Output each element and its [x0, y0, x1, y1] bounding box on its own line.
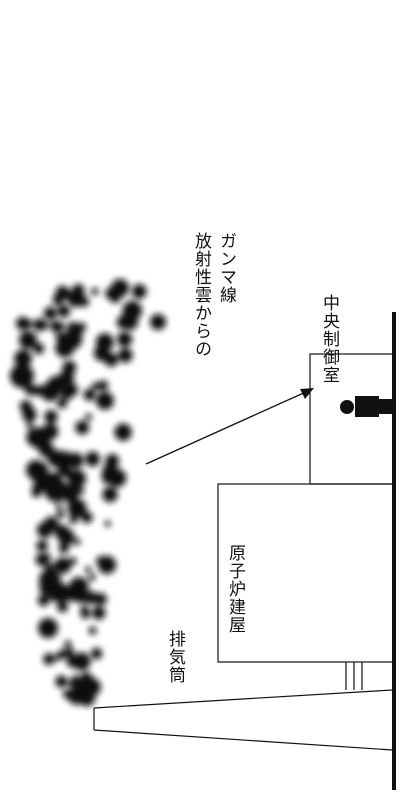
cloud-particle	[31, 484, 43, 496]
reactor-building-label: 原子炉建屋	[225, 544, 245, 634]
cloud-particle	[44, 409, 58, 424]
cloud-particle	[72, 652, 91, 671]
cloud-particle	[24, 319, 33, 329]
cloud-particle	[90, 647, 103, 660]
cloud-particle	[57, 601, 69, 613]
cloud-particle	[14, 349, 32, 368]
cloud-particle	[94, 593, 107, 606]
cloud-particle	[98, 380, 109, 391]
control-room	[309, 353, 395, 485]
cloud-particle	[85, 451, 101, 467]
cloud-particle	[88, 573, 96, 581]
cloud-particle	[55, 338, 75, 358]
cloud-particle	[37, 594, 50, 607]
cloud-particle	[57, 649, 67, 659]
cloud-particle	[75, 420, 90, 435]
cloud-particle	[76, 322, 87, 332]
cloud-particle	[62, 378, 70, 385]
cloud-particle	[80, 605, 90, 615]
cloud-particle	[60, 386, 74, 400]
cloud-particle	[118, 348, 133, 363]
cloud-particle	[56, 503, 63, 510]
cloud-particle	[19, 400, 33, 413]
gamma-ray-label-line1: 放射性雲からの	[191, 232, 211, 358]
cloud-particle	[84, 591, 98, 605]
cloud-particle	[55, 332, 63, 340]
cloud-particle	[55, 285, 70, 300]
cloud-particle	[91, 606, 106, 620]
cloud-particle	[104, 520, 111, 527]
cloud-particle	[54, 557, 72, 574]
stack-connector	[345, 662, 363, 690]
cloud-particle	[40, 382, 60, 402]
cloud-particle	[43, 653, 55, 665]
cloud-particle	[56, 510, 65, 519]
cloud-particle	[67, 321, 79, 334]
cloud-particle	[95, 333, 114, 352]
cloud-particle	[104, 475, 112, 483]
cloud-particle	[67, 588, 82, 602]
cloud-particle	[39, 569, 61, 591]
cloud-particle	[54, 524, 70, 540]
cloud-particle	[73, 538, 81, 546]
cloud-particle	[32, 385, 43, 396]
cloud-particle	[131, 284, 147, 299]
cloud-particle	[91, 382, 100, 391]
stack-label: 排気筒	[165, 630, 185, 684]
cloud-particle	[97, 555, 117, 575]
cloud-particle	[56, 451, 74, 469]
cloud-particle	[44, 516, 59, 531]
cloud-particle	[122, 314, 138, 330]
cloud-particle	[95, 391, 114, 410]
control-room-label: 中央制御室	[319, 294, 339, 384]
cloud-particle	[117, 331, 133, 347]
cloud-particle	[58, 323, 66, 331]
cloud-particle	[57, 304, 71, 318]
cloud-particle	[26, 422, 34, 429]
cloud-particle	[67, 498, 87, 518]
cloud-particle	[43, 306, 57, 320]
cloud-particle	[44, 478, 68, 502]
cloud-particle	[50, 320, 63, 333]
cloud-particle	[26, 460, 46, 480]
cloud-particle	[111, 279, 129, 297]
cloud-particle	[67, 289, 85, 307]
exhaust-stack	[93, 689, 393, 751]
cloud-particle	[83, 388, 96, 401]
cloud-particle	[41, 553, 52, 563]
cloud-particle	[58, 543, 69, 554]
cloud-particle	[64, 640, 72, 648]
cloud-particle	[102, 486, 118, 503]
cloud-particle	[114, 423, 132, 441]
cloud-particle	[56, 398, 68, 409]
gamma-ray-label-line2: ガンマ線	[216, 232, 236, 304]
cloud-particle	[104, 352, 119, 367]
reactor-building	[217, 483, 395, 663]
radioactive-cloud	[10, 279, 166, 707]
cloud-particle	[33, 343, 44, 355]
cloud-particle	[55, 675, 68, 688]
cloud-particle	[76, 676, 95, 696]
person-icon	[340, 396, 394, 417]
cloud-particle	[85, 413, 92, 421]
cloud-particle	[10, 364, 34, 388]
cloud-particle	[29, 427, 51, 449]
cloud-particle	[38, 618, 58, 638]
gamma-ray-arrow	[145, 388, 314, 465]
cloud-particle	[85, 566, 92, 573]
cloud-particle	[69, 557, 77, 565]
cloud-particle	[19, 331, 37, 349]
cloud-particle	[41, 321, 49, 330]
cloud-particle	[64, 647, 75, 658]
cloud-particle	[91, 287, 99, 296]
cloud-particle	[36, 540, 48, 552]
cloud-particle	[67, 469, 87, 488]
cloud-particle	[88, 626, 97, 635]
cloud-particle	[105, 454, 120, 468]
cloud-particle	[150, 314, 166, 330]
